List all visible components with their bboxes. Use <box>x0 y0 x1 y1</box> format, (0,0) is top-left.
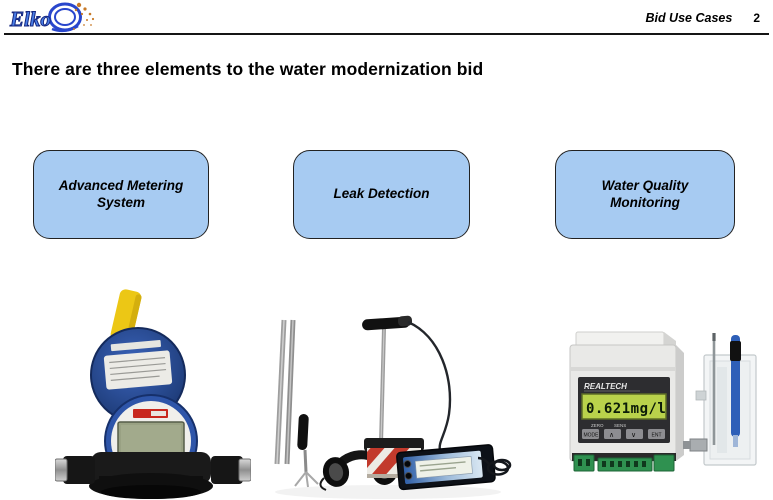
leak-detection-image <box>268 296 513 500</box>
elko-logo-icon: Elko <box>9 2 95 33</box>
floor-reflection <box>275 485 501 499</box>
controller-unit: REALTECH 0.621mg/l ZERO SENS MODE ∧ ∨ <box>569 331 684 472</box>
meter-pipe-connector-right <box>211 456 251 484</box>
side-port <box>695 390 707 401</box>
slide-title: There are three elements to the water mo… <box>12 58 484 79</box>
header-divider <box>4 33 769 35</box>
header-title: Bid Use Cases <box>645 11 733 25</box>
svg-text:MODE: MODE <box>584 433 600 439</box>
elko-logo: Elko <box>8 2 100 34</box>
logo-sparkle-dots <box>73 2 95 30</box>
up-button <box>604 429 621 439</box>
ent-button <box>648 429 665 439</box>
receiver-unit <box>396 444 496 491</box>
element-label: Leak Detection <box>333 186 430 202</box>
element-label: Water Quality Monitoring <box>601 177 689 210</box>
header-right: Bid Use Cases 2 <box>645 11 760 25</box>
element-box-leak-detection: Leak Detection <box>293 150 470 239</box>
down-button <box>626 429 643 439</box>
bottom-fitting <box>683 438 708 452</box>
element-box-advanced-metering: Advanced Metering System <box>33 150 209 239</box>
listening-probe <box>294 414 319 488</box>
lcd-display <box>581 393 667 420</box>
meter-lid-label <box>103 340 173 390</box>
receiver-knob <box>403 460 412 468</box>
element-label: Advanced Metering System <box>58 177 184 210</box>
logo-text: Elko <box>9 7 51 31</box>
element-box-water-quality: Water Quality Monitoring <box>555 150 735 239</box>
flow-cell <box>683 333 757 466</box>
svg-text:∧: ∧ <box>609 432 614 439</box>
meter-pipe-connector-left <box>55 456 95 484</box>
sens-label: SENS <box>614 423 626 428</box>
extension-rods <box>274 319 296 465</box>
svg-text:∨: ∨ <box>631 432 636 439</box>
button-row: MODE ∧ ∨ ENT <box>582 429 665 439</box>
brand-label: REALTECH <box>584 382 627 391</box>
svg-text:ENT: ENT <box>652 433 662 439</box>
page-number: 2 <box>753 11 760 25</box>
coiled-cable <box>477 456 512 476</box>
mode-button <box>582 429 599 439</box>
lcd-value: 0.621mg/l <box>586 401 666 417</box>
terminal-blocks <box>572 453 676 472</box>
blue-electrode-probe <box>730 335 741 447</box>
water-meter-image <box>55 284 251 500</box>
receiver-knob <box>404 472 413 480</box>
zero-label: ZERO <box>591 423 604 428</box>
cable <box>407 320 452 451</box>
water-quality-monitor-image: REALTECH 0.621mg/l ZERO SENS MODE ∧ ∨ <box>562 327 767 479</box>
